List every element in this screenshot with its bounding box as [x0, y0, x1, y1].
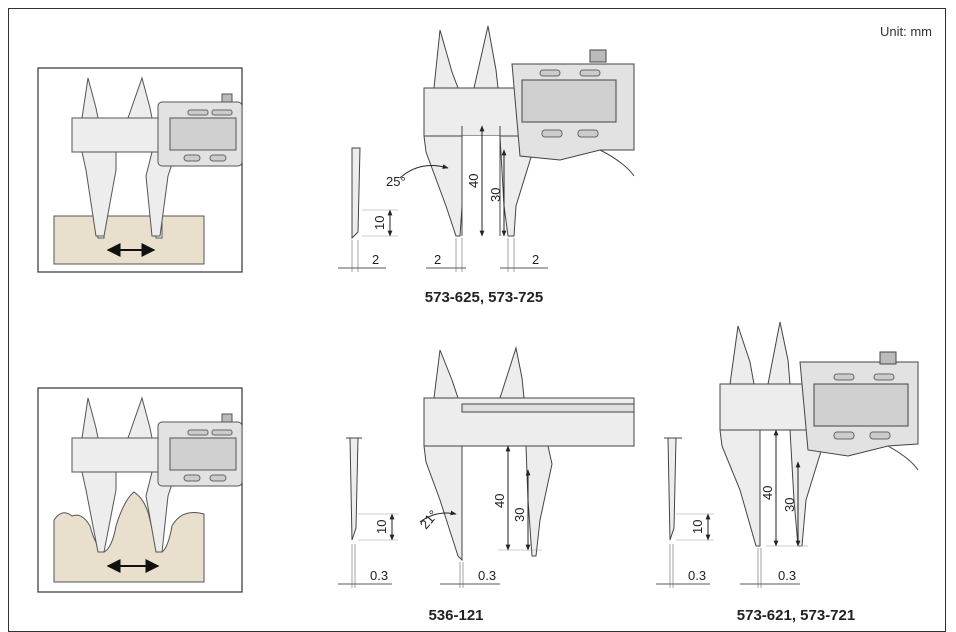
top-blade-thickness-label: 2 — [372, 252, 379, 267]
bottom-right-blade-height-label: 10 — [690, 520, 705, 534]
top-blade-height-label: 10 — [372, 216, 387, 230]
bottom-middle-blade-thickness-label: 0.3 — [370, 568, 388, 583]
bottom-middle-model-caption: 536-121 — [428, 607, 483, 624]
top-caliper-drawing — [338, 25, 635, 272]
top-tip-width-left-label: 2 — [434, 252, 441, 267]
bottom-middle-angle-label: 21° — [417, 507, 441, 532]
bottom-middle-depth-total-label: 40 — [492, 494, 507, 508]
top-model-caption: 573-625, 573-725 — [425, 289, 543, 306]
top-depth-total-label: 40 — [466, 174, 481, 188]
bottom-right-model-caption: 573-621, 573-721 — [737, 607, 855, 624]
usage-panel-groove — [37, 67, 243, 273]
bottom-middle-blade-height-label: 10 — [374, 520, 389, 534]
bottom-right-depth-jaw-label: 30 — [782, 498, 797, 512]
bottom-right-tip-width-label: 0.3 — [778, 568, 796, 583]
bottom-right-caliper-drawing — [656, 321, 919, 588]
usage-panel-gear — [37, 387, 243, 593]
bottom-right-depth-total-label: 40 — [760, 486, 775, 500]
unit-label: Unit: mm — [880, 24, 932, 39]
bottom-right-blade-thickness-label: 0.3 — [688, 568, 706, 583]
bottom-middle-tip-width-label: 0.3 — [478, 568, 496, 583]
top-tip-width-right-label: 2 — [532, 252, 539, 267]
bottom-middle-depth-jaw-label: 30 — [512, 508, 527, 522]
top-angle-label: 25° — [386, 174, 406, 189]
top-depth-jaw-label: 30 — [488, 188, 503, 202]
bottom-middle-caliper-drawing — [338, 346, 635, 588]
